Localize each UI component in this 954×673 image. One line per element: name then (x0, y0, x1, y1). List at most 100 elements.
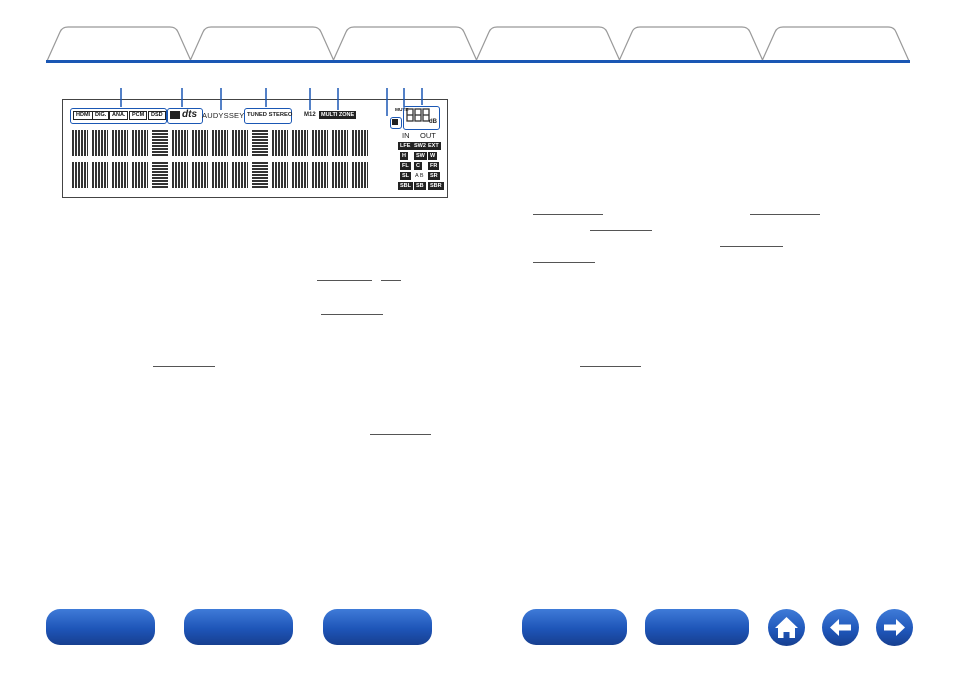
matrix-cell (292, 162, 308, 188)
reference-link[interactable] (370, 434, 431, 435)
dot-matrix-row-1 (72, 130, 368, 156)
channel-sb: SB (414, 182, 426, 190)
dts-logo: dts (182, 109, 197, 120)
channel-fl: FL (400, 162, 411, 170)
reference-link[interactable] (590, 230, 652, 231)
channel-c: C (414, 162, 422, 170)
matrix-cell (212, 130, 228, 156)
matrix-cell (152, 130, 168, 156)
dolby-logo-icon (170, 111, 180, 119)
tab-5[interactable] (618, 26, 764, 61)
tab-1[interactable] (46, 26, 192, 61)
channel-sw: SW (414, 152, 427, 160)
matrix-cell (332, 130, 348, 156)
indicator-pcm: PCM (129, 111, 148, 120)
volume-indicator-group (403, 106, 440, 130)
matrix-cell (272, 162, 288, 188)
arrow-right-icon (884, 619, 905, 636)
matrix-cell (232, 162, 248, 188)
matrix-cell (132, 130, 148, 156)
bottom-nav-button-2[interactable] (184, 609, 293, 645)
channel-h: H (400, 152, 408, 160)
tuner-indicator-group (244, 108, 292, 124)
tab-3[interactable] (332, 26, 478, 61)
matrix-cell (132, 162, 148, 188)
reference-link[interactable] (317, 280, 372, 281)
matrix-cell (152, 162, 168, 188)
matrix-cell (112, 130, 128, 156)
reference-link[interactable] (533, 214, 603, 215)
dot-matrix-row-2 (72, 162, 368, 188)
home-icon (775, 617, 798, 638)
matrix-cell (212, 162, 228, 188)
matrix-cell (252, 162, 268, 188)
front-display-panel: HDMI DIG. ANA. PCM DSD dts AUDYSSEY TUNE… (62, 99, 448, 198)
channel-fr: FR (428, 162, 440, 170)
matrix-cell (92, 162, 108, 188)
home-button[interactable] (768, 609, 805, 646)
matrix-cell (332, 162, 348, 188)
tab-6[interactable] (761, 26, 910, 61)
reference-link[interactable] (381, 280, 401, 281)
top-tab-bar (46, 26, 910, 61)
mute-indicator: MUTE (395, 108, 409, 113)
matrix-cell (92, 130, 108, 156)
bottom-nav-button-1[interactable] (46, 609, 155, 645)
mute-indicator-box (390, 117, 402, 129)
matrix-cell (352, 130, 368, 156)
matrix-cell (272, 130, 288, 156)
input-indicator-group (70, 108, 167, 124)
tuned-stereo-indicator: TUNED STEREO (247, 112, 293, 118)
indicator-dig: DIG. (92, 111, 110, 120)
matrix-cell (292, 130, 308, 156)
matrix-cell (352, 162, 368, 188)
matrix-cell (312, 162, 328, 188)
matrix-cell (252, 130, 268, 156)
matrix-cell (232, 130, 248, 156)
channel-sbr: SBR (428, 182, 444, 190)
speaker-icon (392, 119, 398, 125)
tab-4[interactable] (475, 26, 621, 61)
channel-out-header: OUT (420, 131, 436, 140)
matrix-cell (72, 130, 88, 156)
channel-sw2: SW2 (412, 142, 428, 150)
tab-underline (46, 60, 910, 63)
multi-zone-indicator: MULTI ZONE (319, 111, 357, 119)
db-unit: dB (429, 119, 437, 125)
matrix-cell (72, 162, 88, 188)
reference-link[interactable] (321, 314, 383, 315)
indicator-hdmi: HDMI (73, 111, 94, 120)
indicator-dsd: DSD (148, 111, 166, 120)
matrix-cell (112, 162, 128, 188)
matrix-cell (192, 162, 208, 188)
matrix-cell (192, 130, 208, 156)
channel-ab: A B (415, 173, 424, 179)
back-button[interactable] (822, 609, 859, 646)
arrow-left-icon (830, 619, 851, 636)
channel-sbl: SBL (398, 182, 413, 190)
bottom-nav-button-4[interactable] (522, 609, 627, 645)
format-indicator-group (167, 108, 203, 124)
channel-in-header: IN (402, 131, 410, 140)
memory-indicator: M12 (304, 112, 316, 118)
indicator-ana: ANA. (109, 111, 129, 120)
forward-button[interactable] (876, 609, 913, 646)
reference-link[interactable] (153, 366, 215, 367)
bottom-nav-button-5[interactable] (645, 609, 749, 645)
reference-link[interactable] (580, 366, 641, 367)
matrix-cell (172, 162, 188, 188)
tab-2[interactable] (189, 26, 335, 61)
reference-link[interactable] (533, 262, 595, 263)
reference-link[interactable] (750, 214, 820, 215)
matrix-cell (312, 130, 328, 156)
channel-sl: SL (400, 172, 412, 180)
channel-ext: EXT (426, 142, 441, 150)
bottom-nav-button-3[interactable] (323, 609, 432, 645)
channel-sr: SR (428, 172, 440, 180)
volume-segment-display-icon (406, 108, 430, 122)
audyssey-indicator: AUDYSSEY (202, 111, 245, 120)
matrix-cell (172, 130, 188, 156)
channel-lfe: LFE (398, 142, 413, 150)
channel-w: W (428, 152, 438, 160)
reference-link[interactable] (720, 246, 783, 247)
